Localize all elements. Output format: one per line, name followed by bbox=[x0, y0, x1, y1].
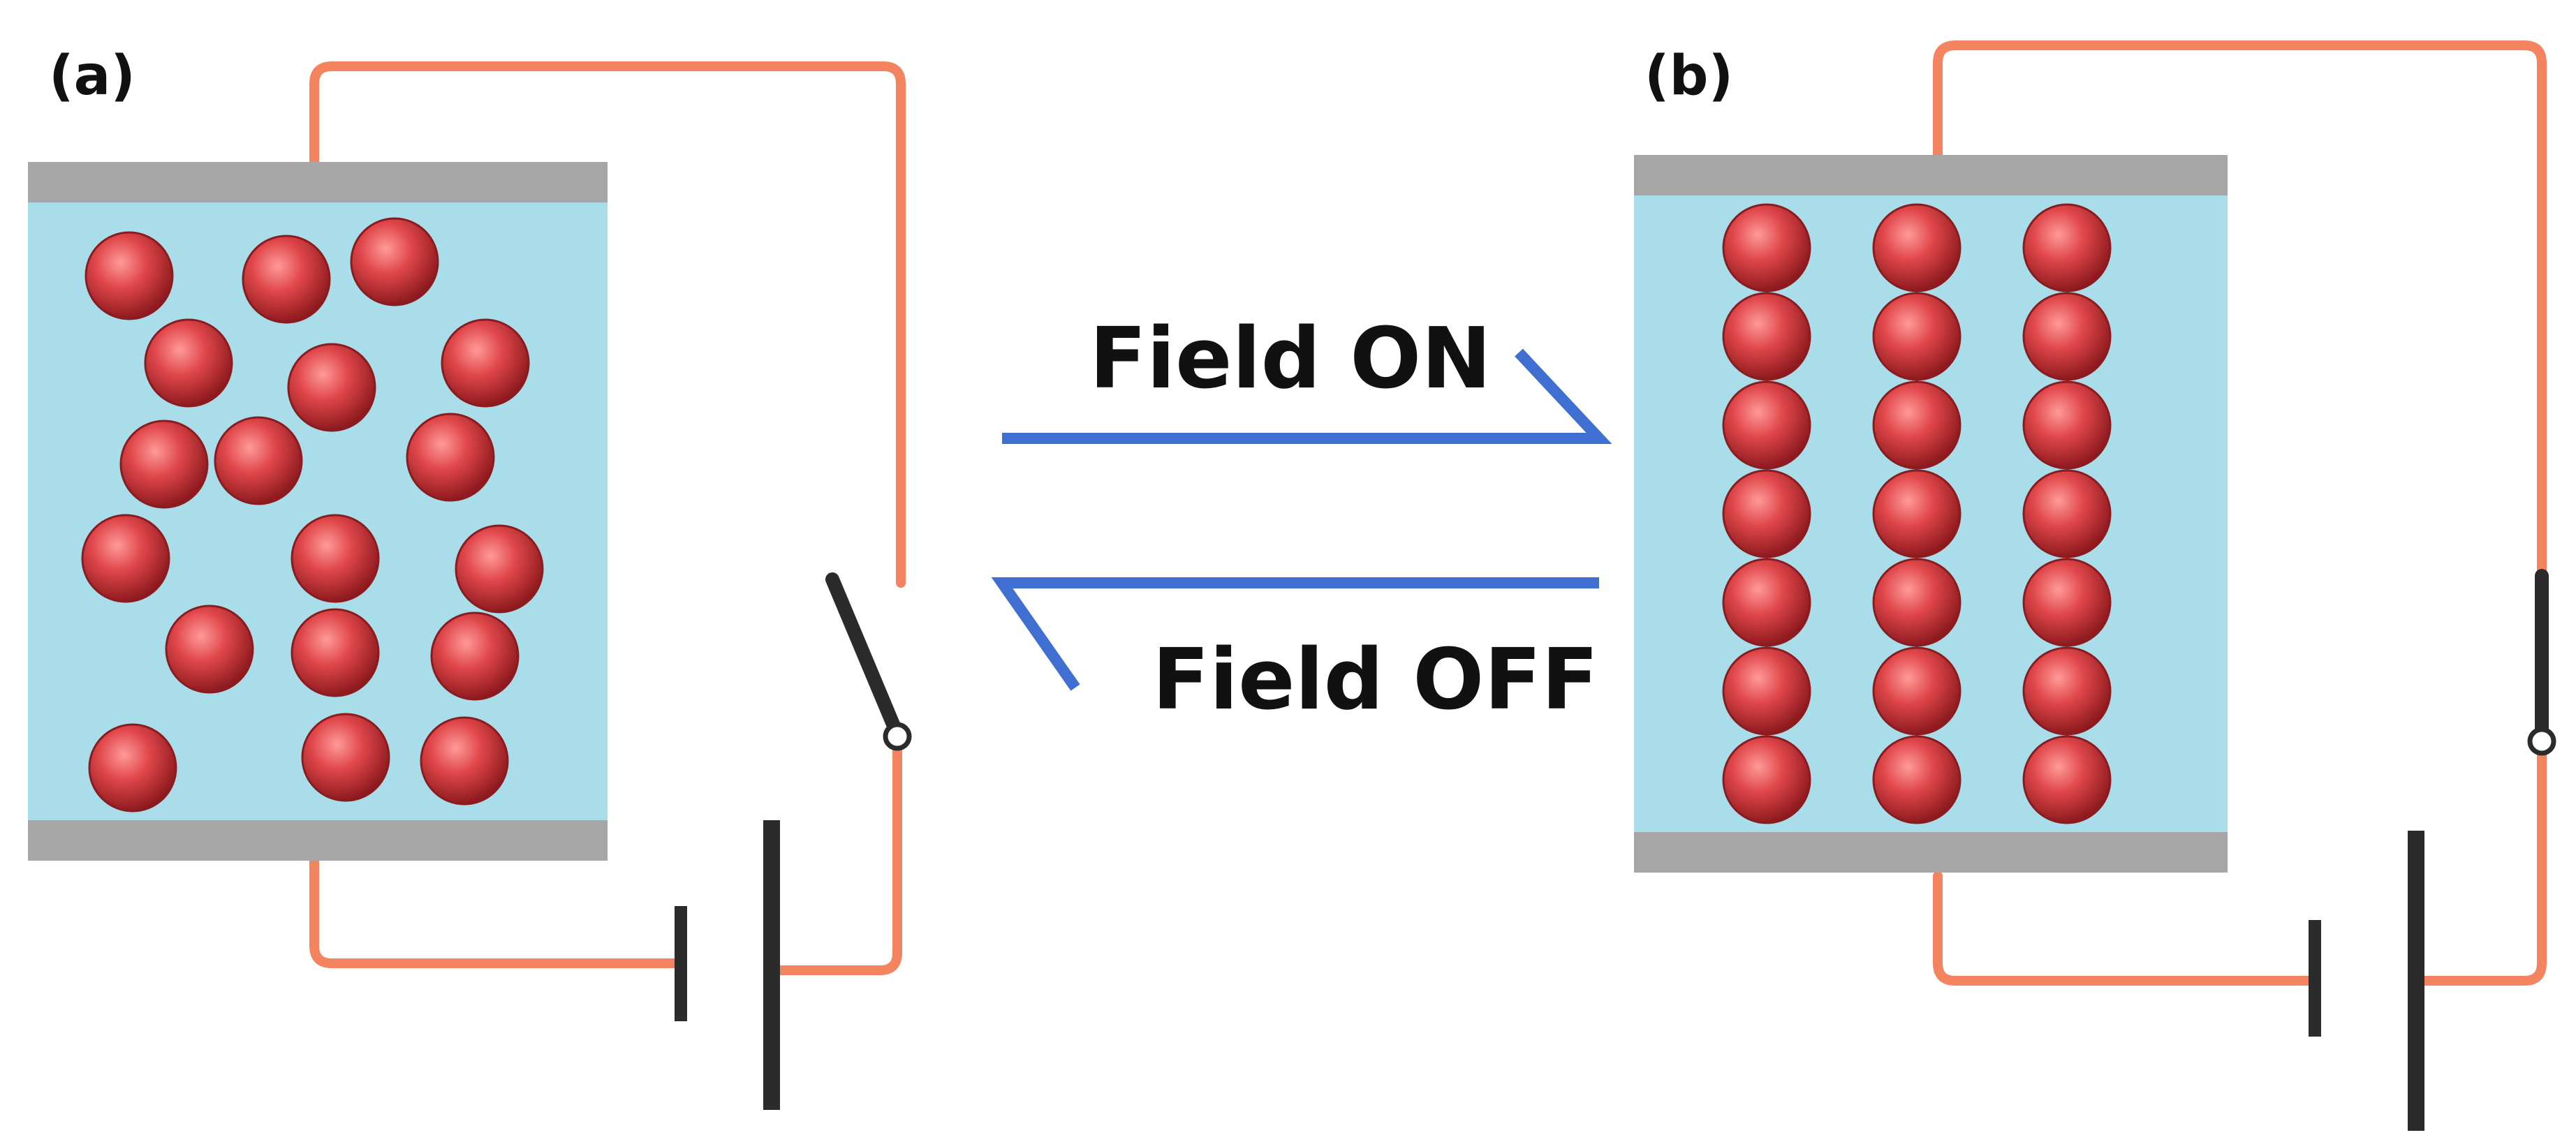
chain-particle bbox=[2022, 469, 2112, 558]
particle bbox=[81, 514, 170, 603]
chain-particle bbox=[1872, 292, 1962, 381]
panel-a-top-electrode bbox=[28, 162, 608, 202]
chain-particle bbox=[1872, 469, 1962, 558]
panel-b-particles bbox=[1722, 203, 2112, 824]
particle bbox=[84, 231, 174, 320]
particle bbox=[350, 217, 439, 306]
chain-particle bbox=[1722, 469, 1811, 558]
chain-particle bbox=[1722, 380, 1811, 470]
chain-particle bbox=[2022, 558, 2112, 647]
panel-b-label: (b) bbox=[1644, 45, 1733, 107]
panel-a-cell bbox=[28, 162, 608, 861]
chain-particle bbox=[1872, 735, 1962, 824]
chain-particle bbox=[1872, 380, 1962, 470]
panel-b-bottom-electrode bbox=[1634, 832, 2228, 873]
panel-b-cell bbox=[1634, 155, 2228, 873]
field-off-label: Field OFF bbox=[1152, 632, 1598, 729]
chain-particle bbox=[2022, 203, 2112, 292]
panel-a: (a) bbox=[28, 45, 912, 1110]
field-off-arrow bbox=[991, 577, 1599, 691]
particle bbox=[455, 524, 544, 614]
panel-b: (b) bbox=[1634, 40, 2556, 1131]
particle bbox=[290, 514, 380, 603]
panel-a-switch-lever bbox=[825, 572, 901, 733]
field-on-arrow bbox=[1002, 348, 1612, 444]
particle bbox=[406, 413, 495, 502]
panel-b-circuit-wire bbox=[1933, 40, 2547, 986]
panel-a-switch-pivot bbox=[883, 722, 912, 751]
chain-particle bbox=[1722, 292, 1811, 381]
transition-arrows: Field ON Field OFF bbox=[991, 311, 1612, 729]
field-on-label: Field ON bbox=[1089, 311, 1492, 408]
particle bbox=[430, 611, 520, 701]
panel-a-switch bbox=[825, 572, 912, 751]
panel-a-label: (a) bbox=[49, 45, 135, 107]
chain-particle bbox=[2022, 292, 2112, 381]
particle bbox=[214, 416, 303, 505]
chain-particle bbox=[2022, 646, 2112, 736]
particle bbox=[287, 343, 376, 432]
panel-a-battery-icon bbox=[675, 820, 780, 1110]
chain-particle bbox=[1872, 558, 1962, 647]
panel-b-switch bbox=[2527, 569, 2556, 756]
panel-a-particles bbox=[81, 217, 544, 813]
chain-particle bbox=[1722, 735, 1811, 824]
particle bbox=[242, 235, 331, 324]
panel-b-top-electrode bbox=[1634, 155, 2228, 195]
particle bbox=[301, 713, 390, 802]
panel-b-battery-icon bbox=[2309, 831, 2424, 1131]
particle bbox=[88, 723, 177, 813]
particle bbox=[165, 605, 254, 694]
particle bbox=[119, 420, 209, 509]
chain-particle bbox=[1872, 646, 1962, 736]
panel-a-bottom-electrode bbox=[28, 820, 608, 861]
particle bbox=[290, 608, 380, 697]
particle bbox=[144, 318, 233, 408]
panel-a-circuit-wire bbox=[309, 61, 906, 975]
chain-particle bbox=[1722, 558, 1811, 647]
chain-particle bbox=[2022, 735, 2112, 824]
chain-particle bbox=[1722, 646, 1811, 736]
particle bbox=[441, 318, 530, 408]
chain-particle bbox=[1722, 203, 1811, 292]
chain-particle bbox=[1872, 203, 1962, 292]
panel-b-switch-pivot bbox=[2527, 727, 2556, 756]
chain-particle bbox=[2022, 380, 2112, 470]
particle bbox=[420, 716, 509, 806]
